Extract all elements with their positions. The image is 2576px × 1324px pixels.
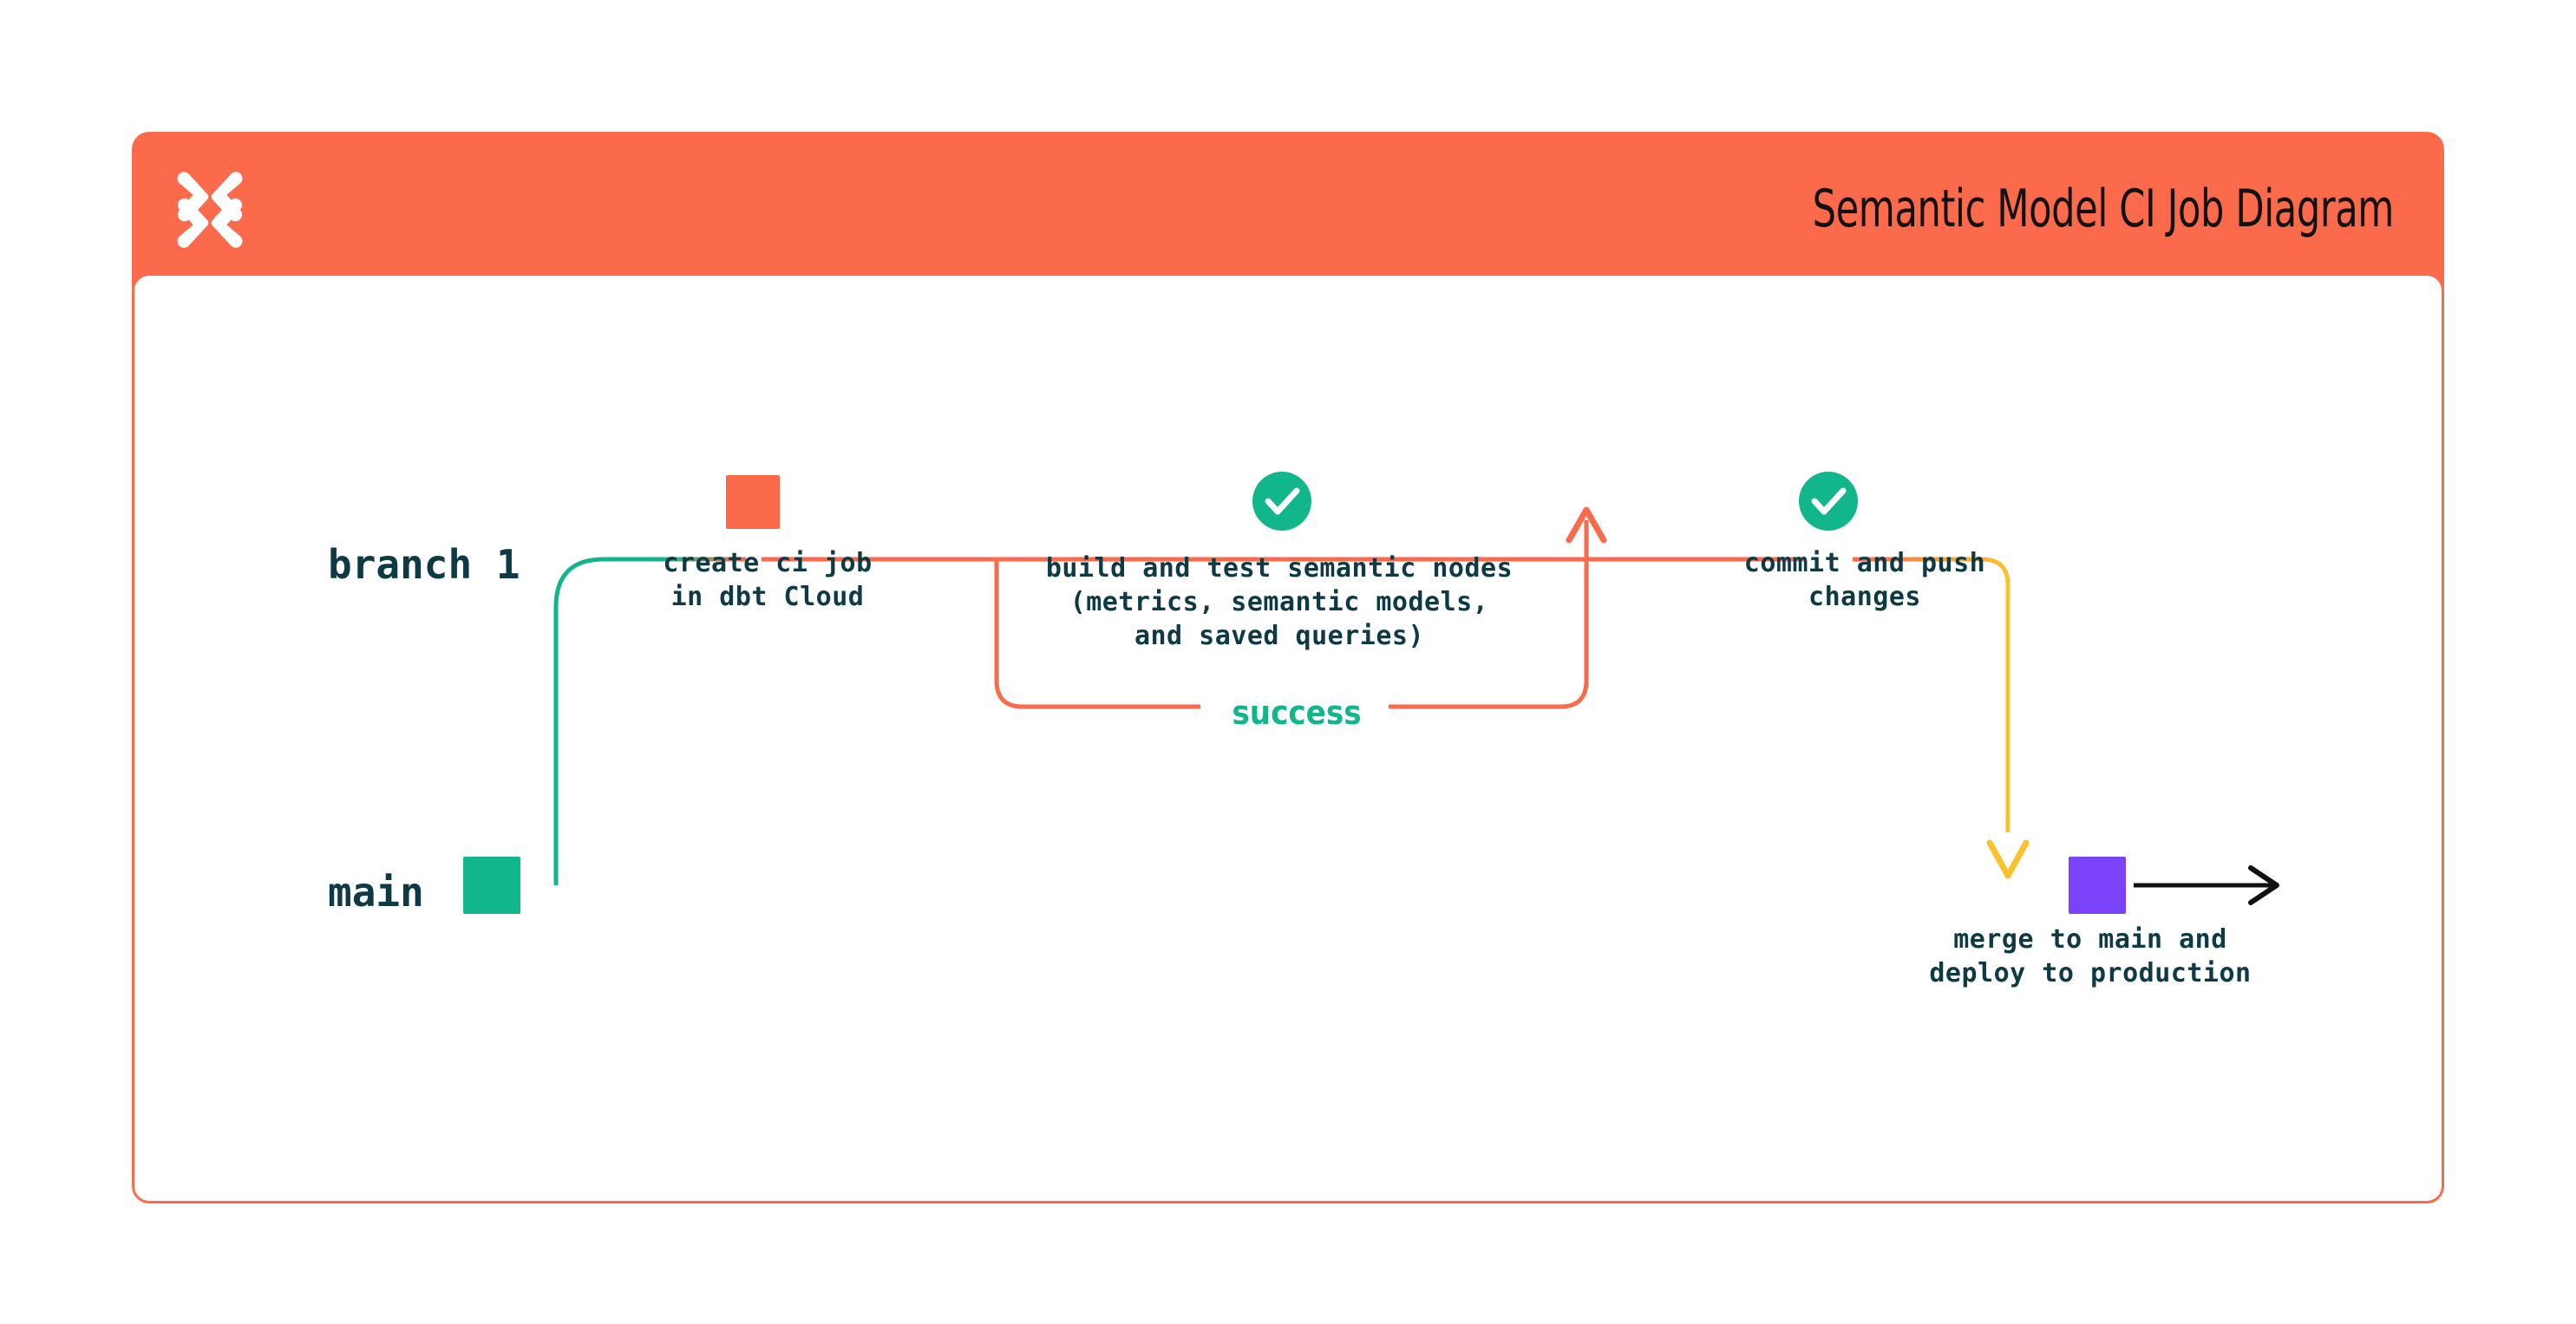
node-label-create-ci-job: create ci job in dbt Cloud <box>663 548 873 612</box>
lane-label-main: main <box>328 869 424 916</box>
node-label-merge-to-main: merge to main and deploy to production <box>1929 924 2252 988</box>
card-header: Semantic Model CI Job Diagram <box>132 132 2444 288</box>
page-title: Semantic Model CI Job Diagram <box>1812 179 2395 239</box>
lane-label-branch1: branch 1 <box>328 541 520 588</box>
loop-label-success: success <box>1232 694 1362 732</box>
node-label-commit-and-push: commit and push changes <box>1743 548 1986 612</box>
node-label-build-and-test: build and test semantic nodes (metrics, … <box>1045 553 1514 651</box>
dbt-x-logo-icon <box>177 172 243 248</box>
card-body <box>132 273 2444 1203</box>
diagram-card: Semantic Model CI Job Diagram <box>132 132 2444 1203</box>
